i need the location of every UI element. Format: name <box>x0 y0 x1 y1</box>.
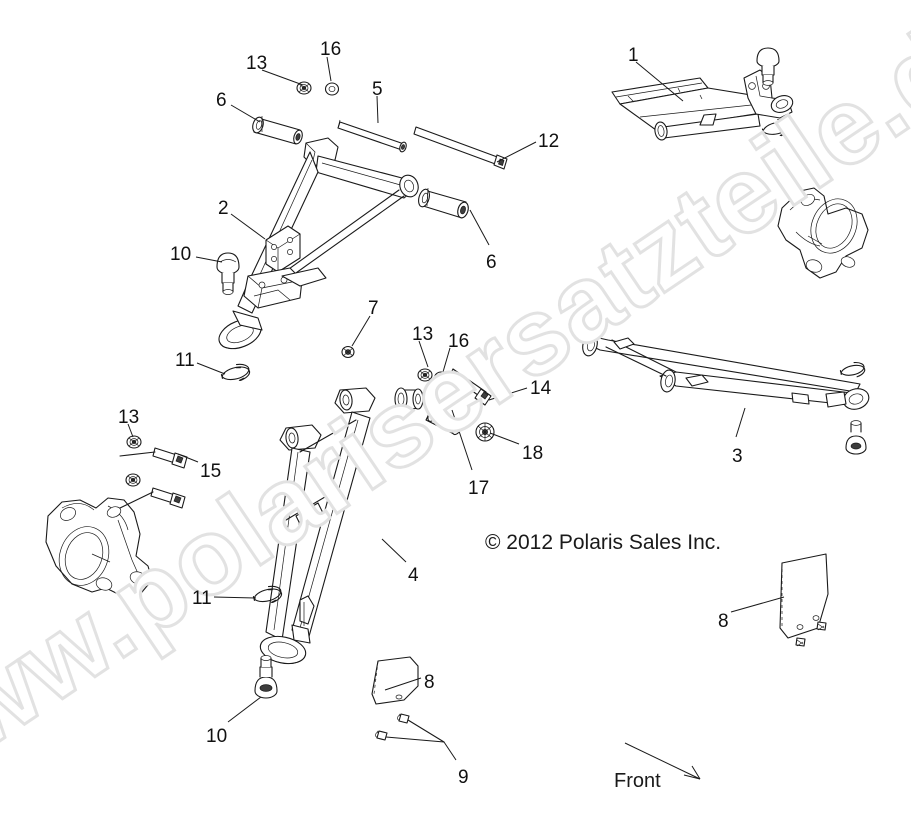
leader-line-18 <box>489 432 520 445</box>
callout-number-12: 12 <box>538 131 560 152</box>
part-snap-ring-upper-right <box>761 118 792 137</box>
callout-number-14: 14 <box>530 378 552 399</box>
part-7-flange-nut <box>341 345 355 359</box>
part-16-washer-top <box>324 82 340 96</box>
callout-number-10: 10 <box>170 244 192 265</box>
part-ball-joint-upper-right <box>756 47 780 86</box>
front-orientation-label: Front <box>614 770 661 792</box>
callout-number-3: 3 <box>732 446 743 467</box>
part-8-guard-plate-right <box>779 553 829 647</box>
leader-line-10 <box>195 256 223 263</box>
leader-line-16 <box>326 56 332 82</box>
part-4-lower-control-arm <box>259 387 376 665</box>
callout-number-9: 9 <box>458 767 469 788</box>
callout-number-7: 7 <box>368 298 379 319</box>
part-17-spacer-sleeve <box>425 406 463 436</box>
leader-line-6 <box>469 209 490 246</box>
leader-line-8 <box>384 677 422 691</box>
leader-line-4 <box>381 538 407 563</box>
callout-number-8: 8 <box>718 611 729 632</box>
leader-line-13 <box>418 340 429 368</box>
part-16-washer-middle <box>433 371 449 385</box>
leader-line-13 <box>127 423 134 438</box>
part-2-lower-control-arm-assembly <box>218 137 419 350</box>
copyright-notice: © 2012 Polaris Sales Inc. <box>485 531 722 554</box>
callout-number-16: 16 <box>448 331 470 352</box>
snap-ring-rod-end <box>839 361 866 378</box>
callout-number-11: 11 <box>192 588 212 609</box>
steering-knuckle-left <box>45 497 153 597</box>
callout-number-13: 13 <box>246 53 268 74</box>
leader-line-1 <box>635 61 684 102</box>
callout-number-10: 10 <box>206 726 228 747</box>
callout-number-11: 11 <box>175 350 195 371</box>
leader-line-2 <box>230 213 266 240</box>
part-14-bolt <box>449 368 492 406</box>
leader-line-16 <box>442 347 451 373</box>
callout-number-4: 4 <box>408 565 419 586</box>
leader-line-3 <box>735 407 746 438</box>
callout-number-17: 17 <box>468 478 490 499</box>
part-15-bolt-a <box>119 447 188 469</box>
leader-line-9 <box>443 741 457 761</box>
leader-line-8 <box>730 596 785 613</box>
part-bushing-large-middle <box>394 387 424 411</box>
part-13-nut-middle <box>417 368 433 382</box>
leader-line-10 <box>227 696 262 723</box>
callout-number-18: 18 <box>522 443 544 464</box>
part-5-bolt <box>337 119 407 153</box>
leader-line-7 <box>351 315 371 347</box>
steering-knuckle-right <box>777 187 869 279</box>
callout-number-6: 6 <box>216 90 227 111</box>
callout-number-13: 13 <box>118 407 140 428</box>
part-11-snap-ring-lower <box>252 585 283 604</box>
leader-line-6 <box>230 104 261 123</box>
leader-line-13 <box>261 69 304 86</box>
leader-line-14 <box>488 387 528 401</box>
callout-leader-lines <box>127 56 785 761</box>
part-13-nut-left-b <box>125 473 141 487</box>
part-6-bushing-middle <box>418 187 469 219</box>
callout-number-6: 6 <box>486 252 497 273</box>
leader-line-11 <box>196 362 226 375</box>
part-18-lock-nut <box>475 422 495 442</box>
callout-number-16: 16 <box>320 39 342 60</box>
part-13-nut-left-a <box>126 435 142 449</box>
callout-number-15: 15 <box>200 461 222 482</box>
callout-number-2: 2 <box>218 198 229 219</box>
ball-joint-rod-end <box>845 420 867 455</box>
part-15-bolt-b <box>119 487 186 509</box>
callout-number-5: 5 <box>372 79 383 100</box>
part-3-radius-rod <box>582 333 870 410</box>
part-10-ball-joint-lower <box>254 655 278 699</box>
part-8-guard-plate-center <box>371 656 445 743</box>
leader-line-17 <box>451 409 473 471</box>
leader-line-15 <box>177 453 199 463</box>
front-direction-arrow <box>624 742 701 780</box>
leader-line-5 <box>376 95 379 124</box>
part-10-ball-joint-upper <box>216 252 240 295</box>
part-12-bolt <box>413 126 508 170</box>
part-11-snap-ring-upper <box>220 363 251 382</box>
part-6-bushing-upper-left <box>252 116 303 145</box>
leader-line-12 <box>496 141 537 163</box>
callout-number-1: 1 <box>628 45 639 66</box>
callout-number-8: 8 <box>424 672 435 693</box>
callout-number-13: 13 <box>412 324 434 345</box>
leader-line-11 <box>213 596 257 599</box>
part-13-nut-top <box>296 81 312 95</box>
